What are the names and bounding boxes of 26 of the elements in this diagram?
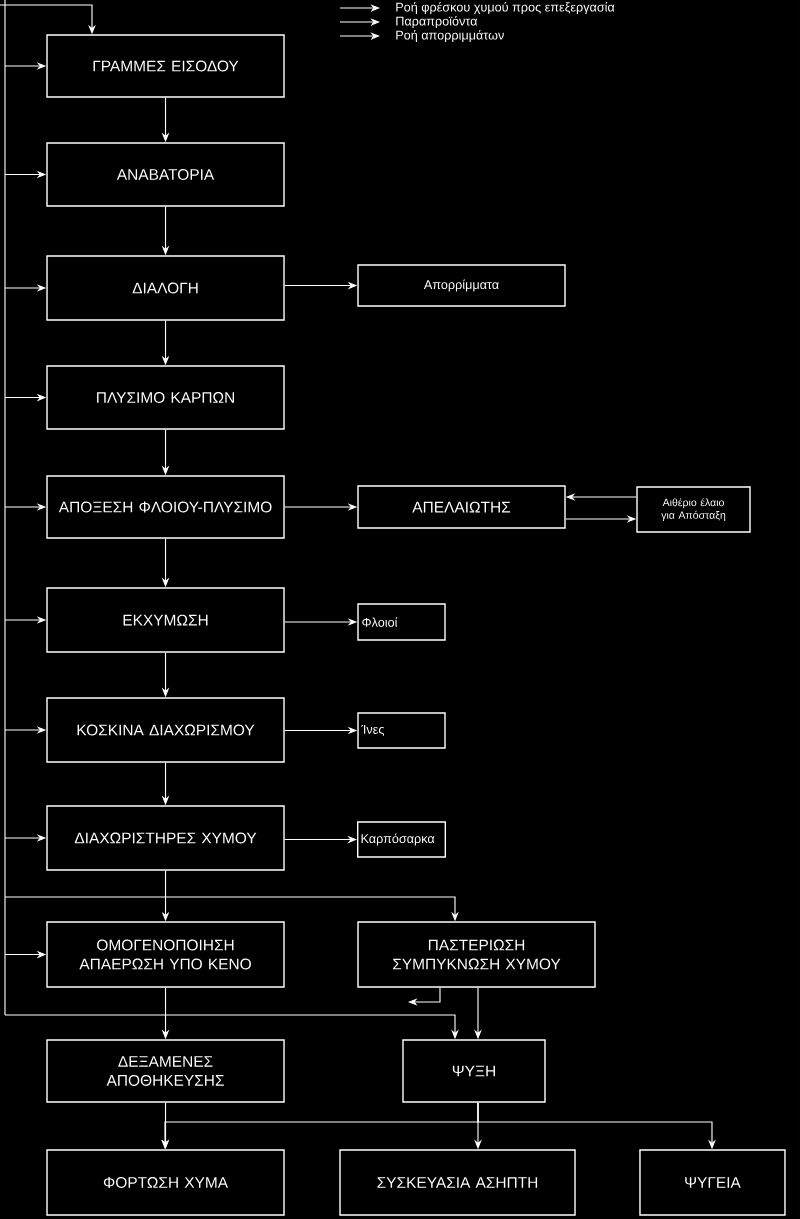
output-box: Απορρίμματα [357,264,566,307]
process-box: ΣΥΣΚΕΥΑΣΙΑ ΑΣΗΠΤΗ [339,1149,576,1216]
process-box: ΓΡΑΜΜΕΣ ΕΙΣΟΔΟΥ [46,34,285,98]
flow-line [4,0,6,1016]
process-box: ΨΥΞΗ [402,1039,546,1103]
process-box: ΕΚΧΥΜΩΣΗ [46,587,285,653]
process-box: ΠΛΥΣΙΜΟ ΚΑΡΠΩΝ [46,365,285,430]
process-box: ΟΜΟΓΕΝΟΠΟΙΗΣΗ ΑΠΑΕΡΩΣΗ ΥΠΟ ΚΕΝΟ [46,921,285,988]
arrow [408,987,441,1006]
legend-text: Παραπροϊόντα [396,15,478,29]
process-box: ΠΑΣΤΕΡΙΩΣΗ ΣΥΜΠΥΚΝΩΣΗ ΧΥΜΟΥ [357,921,596,988]
legend-text: Ροή απορριμμάτων [396,29,504,43]
process-box: ΔΕΞΑΜΕΝΕΣ ΑΠΟΘΗΚΕΥΣΗΣ [46,1039,285,1103]
process-box: ΔΙΑΛΟΓΗ [46,255,285,321]
output-box: Καρπόσαρκα [357,821,447,858]
process-box: ΚΟΣΚΙΝΑ ΔΙΑΧΩΡΙΣΜΟΥ [46,697,285,763]
process-box: ΨΥΓΕΙΑ [639,1149,786,1216]
process-box: ΑΝΑΒΑΤΟΡΙΑ [46,142,285,207]
output-box: Φλοιοί [357,603,446,641]
process-box: ΑΠΟΞΕΣΗ ΦΛΟΙΟΥ-ΠΛΥΣΙΜΟ [46,475,285,539]
legend-text: Ροή φρέσκου χυμού προς επεξεργασία [396,1,615,15]
process-box: ΦΟΡΤΩΣΗ ΧΥΜΑ [46,1149,285,1216]
output-box: Αιθέριο έλαιο για Απόσταξη [636,486,751,533]
process-box: ΔΙΑΧΩΡΙΣΤΗΡΕΣ ΧΥΜΟΥ [46,805,285,871]
process-box: ΑΠΕΛΑΙΩΤΗΣ [357,485,566,529]
output-box: Ίνες [357,712,446,749]
